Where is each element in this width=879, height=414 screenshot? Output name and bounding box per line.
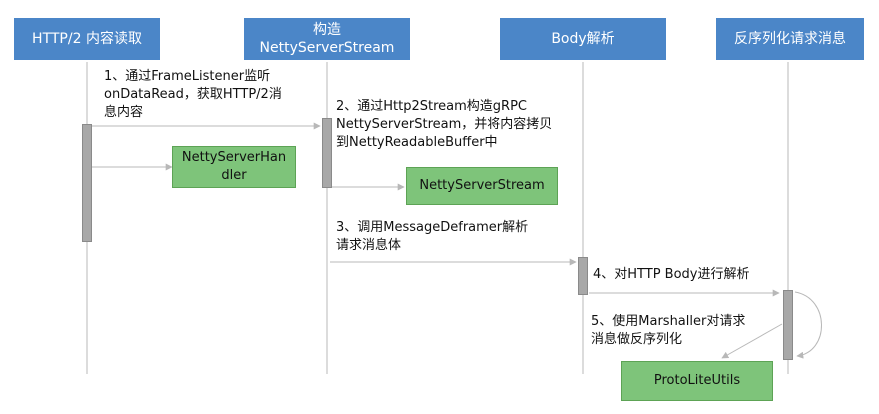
header-body-parse: Body解析 xyxy=(500,18,666,60)
step-1-note: 1、通过FrameListener监听 onDataRead，获取HTTP/2消… xyxy=(104,69,282,120)
header-construct-label: 构造 NettyServerStream xyxy=(259,22,395,56)
arrow-to-protoliteutils xyxy=(721,323,783,359)
step-2-note: 2、通过Http2Stream构造gRPC NettyServerStream，… xyxy=(336,99,553,150)
header-deserialize: 反序列化请求消息 xyxy=(716,18,864,60)
activation-body xyxy=(578,257,588,295)
arrow-self-loop xyxy=(794,291,822,359)
activation-http2 xyxy=(82,124,92,242)
step-5-note: 5、使用Marshaller对请求 消息做反序列化 xyxy=(591,314,746,347)
activation-nettyserverstream xyxy=(322,118,332,188)
header-deserialize-label: 反序列化请求消息 xyxy=(734,31,846,47)
step-4-note: 4、对HTTP Body进行解析 xyxy=(593,267,750,282)
header-http2-read: HTTP/2 内容读取 xyxy=(14,18,160,60)
activation-deserialize xyxy=(783,290,793,360)
box-protoliteutils: ProtoLiteUtils xyxy=(621,361,773,401)
box-nettyserverstream: NettyServerStream xyxy=(406,167,558,205)
step-3-note: 3、调用MessageDeframer解析 请求消息体 xyxy=(336,220,529,253)
header-construct-nettyserverstream: 构造 NettyServerStream xyxy=(244,18,410,60)
header-body-parse-label: Body解析 xyxy=(551,31,615,47)
box-nettyserverhandler: NettyServerHan dler xyxy=(172,146,296,188)
header-http2-read-label: HTTP/2 内容读取 xyxy=(32,31,142,47)
